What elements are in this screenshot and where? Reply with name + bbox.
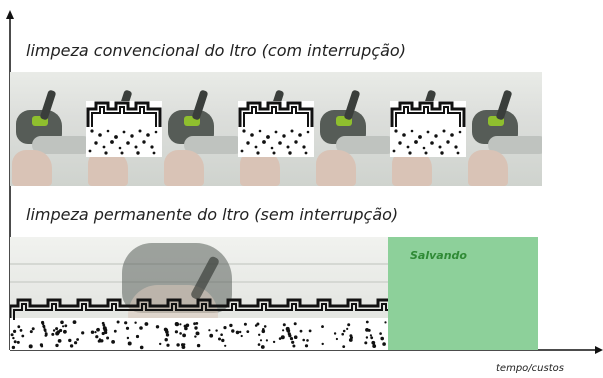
tool-photo (314, 72, 390, 186)
filter-icon (390, 101, 466, 157)
heading-permanent-cleaning: limpeza permanente do ltro (sem interrup… (26, 205, 399, 224)
filter-icon (86, 101, 162, 157)
continuous-filter-icon (10, 298, 388, 350)
x-axis-label: tempo/custos (496, 363, 564, 374)
tool-photo (162, 72, 238, 186)
conventional-cleaning-strip (10, 72, 542, 186)
savings-block: Salvando (388, 237, 538, 350)
y-axis-arrowhead (6, 10, 14, 19)
heading-conventional-cleaning: limpeza convencional do ltro (com interr… (26, 41, 406, 60)
permanent-cleaning-strip: Salvando (10, 237, 538, 350)
tool-photo (466, 72, 542, 186)
tool-photo (10, 72, 86, 186)
x-axis-arrowhead (595, 346, 603, 354)
filter-icon (238, 101, 314, 157)
savings-label: Salvando (410, 249, 467, 262)
